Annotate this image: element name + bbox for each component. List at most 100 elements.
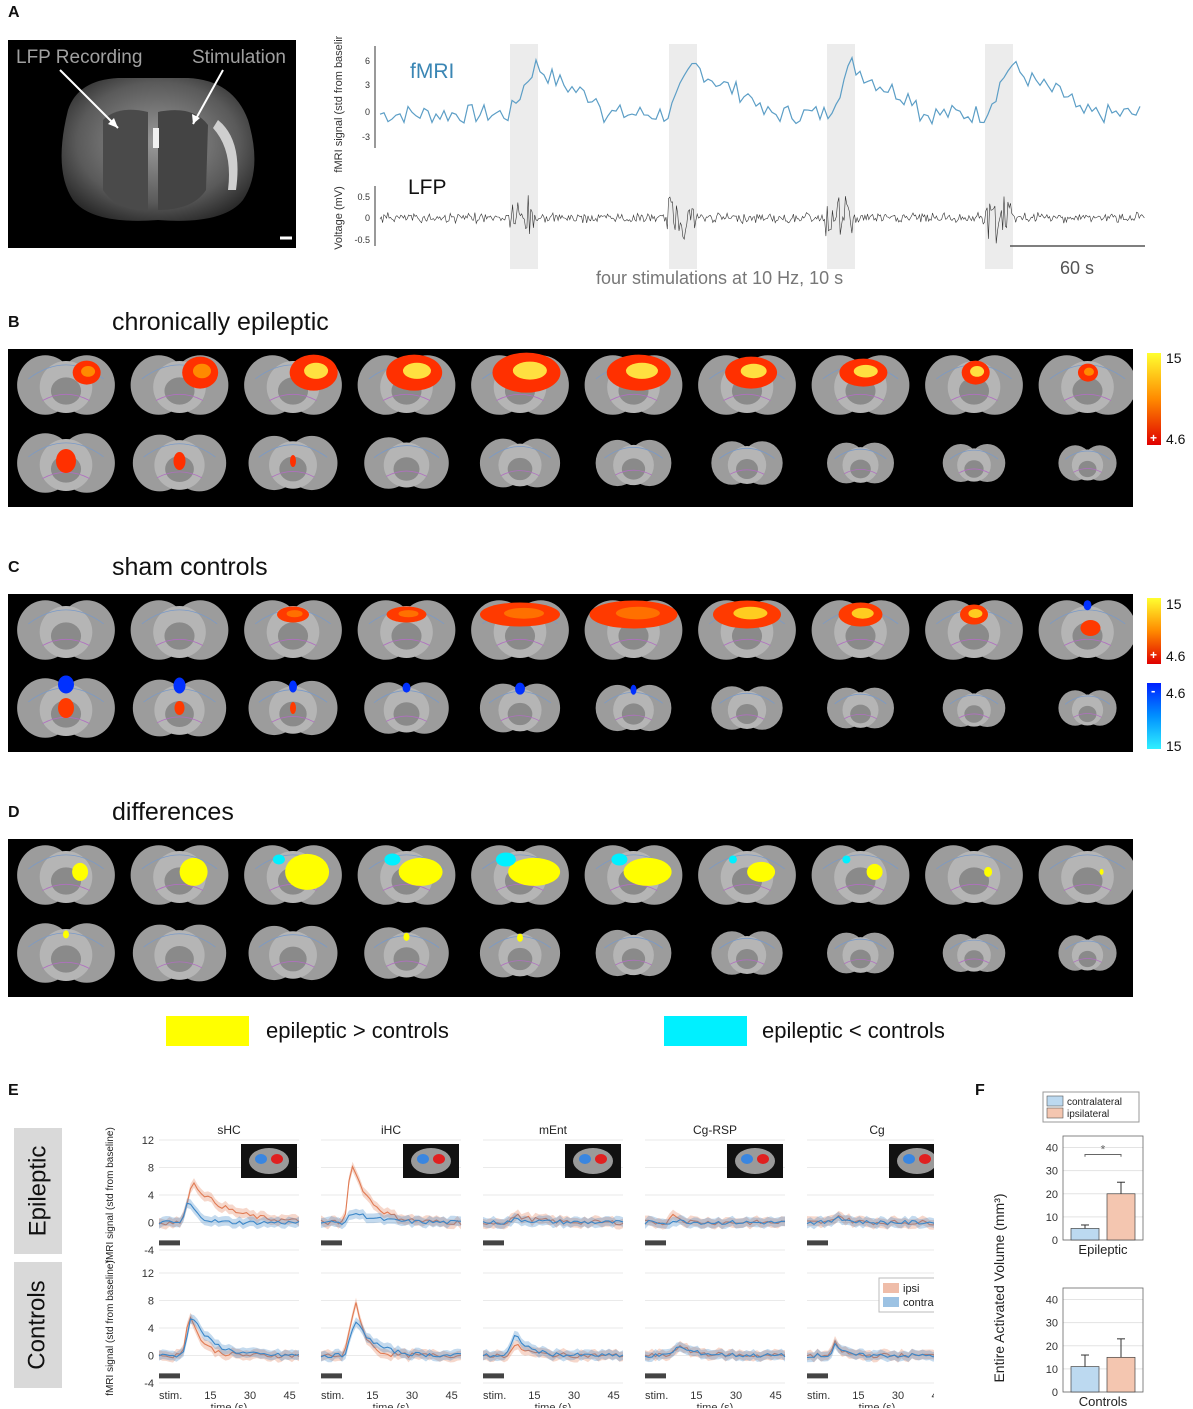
panel-e-label: E: [8, 1082, 19, 1099]
brain-slice: [364, 927, 449, 979]
brain-slice: [1058, 690, 1117, 726]
legend-swatch-greater: [166, 1016, 249, 1046]
brain-slice: [827, 687, 894, 729]
f-bar: [1070, 1228, 1100, 1241]
stim-band-3: [827, 44, 855, 269]
row-label-controls: Controls: [14, 1262, 62, 1388]
f-ytick: 10: [1046, 1212, 1058, 1224]
brain-slice: [811, 845, 910, 905]
region-title: Cg-RSP: [693, 1123, 737, 1137]
panel-c-title: sham controls: [112, 553, 268, 581]
f-group-label: Epileptic: [1078, 1242, 1128, 1257]
mri-stimulation-label: Stimulation: [192, 47, 286, 68]
region-title: sHC: [217, 1123, 241, 1137]
lfp-label: LFP: [408, 176, 447, 199]
colorbar-c2-min: 15: [1166, 738, 1182, 754]
colorbar-c2-sign: -: [1151, 683, 1156, 698]
brain-slice: [17, 675, 115, 738]
brain-slice: [942, 933, 1006, 973]
lfp-ytick: 0: [365, 213, 370, 223]
colorbar-c-min: 4.6: [1166, 648, 1186, 664]
region-thumbnail: [403, 1144, 459, 1178]
region-thumbnail: [565, 1144, 621, 1178]
fmri-label: fMRI: [410, 60, 454, 83]
brain-slice: [130, 355, 229, 415]
e-xtick: 30: [892, 1390, 904, 1402]
e-ytick: 4: [148, 1323, 154, 1335]
fmri-ytick: 0: [365, 107, 370, 117]
f-group-label: Controls: [1079, 1394, 1128, 1408]
brain-slice: [248, 435, 338, 491]
brain-slice: [1038, 355, 1137, 415]
brain-slice: [17, 923, 115, 983]
f-ytick: 20: [1046, 1189, 1058, 1201]
e-xtick: stim.: [321, 1390, 344, 1402]
f-bar: [1106, 1356, 1136, 1393]
e-ytick: 12: [142, 1268, 154, 1280]
f-ytick: 20: [1046, 1341, 1058, 1353]
brain-slice: [925, 845, 1023, 905]
mri-image: [8, 40, 296, 248]
brain-slice: [711, 441, 783, 485]
brain-slice: [698, 600, 796, 660]
lfp-ytick: -0.5: [354, 235, 370, 245]
e-xtick: 30: [568, 1390, 580, 1402]
stim-band-2: [669, 44, 697, 269]
epileptic-slice-montage: [8, 349, 1137, 507]
colorbar-negative-c: [1147, 683, 1161, 749]
e-xlabel: time (s): [859, 1402, 896, 1408]
f-ytick: 40: [1046, 1143, 1058, 1155]
e-xtick: 45: [446, 1390, 458, 1402]
f-ytick: 30: [1046, 1318, 1058, 1330]
brain-slice: [479, 928, 561, 978]
fmri-trace: [379, 55, 1141, 126]
stim-caption: four stimulations at 10 Hz, 10 s: [596, 268, 843, 288]
e-xlabel: time (s): [373, 1402, 410, 1408]
brain-slice: [248, 925, 338, 981]
brain-slice: [357, 600, 456, 660]
stim-band-4: [985, 44, 1013, 269]
brain-slice: [17, 433, 115, 493]
brain-slice: [1058, 935, 1117, 971]
e-xtick: 15: [366, 1390, 378, 1402]
e-ytick: 8: [148, 1163, 154, 1175]
legend-greater-label: epileptic > controls: [266, 1018, 449, 1043]
panel-f-label: F: [975, 1082, 985, 1099]
brain-slice: [130, 600, 229, 660]
brain-slice: [711, 686, 783, 730]
e-xtick: 15: [690, 1390, 702, 1402]
colorbar-c-max: 15: [1166, 596, 1182, 612]
f-ytick: 30: [1046, 1166, 1058, 1178]
brain-slice: [357, 845, 456, 905]
region-plot: [644, 1272, 786, 1384]
brain-slice: [595, 439, 672, 487]
brain-slice: [244, 354, 342, 415]
brain-slice: [364, 682, 449, 734]
brain-slice: [698, 845, 796, 905]
brain-slice: [357, 354, 456, 415]
colorbar-b-sign: +: [1150, 431, 1158, 445]
brain-slice: [811, 600, 910, 660]
e-ylabel: fMRI signal (std from baseline): [105, 1127, 116, 1263]
e-xtick: 15: [852, 1390, 864, 1402]
e-ytick: 8: [148, 1296, 154, 1308]
e-xtick: stim.: [807, 1390, 830, 1402]
e-xtick: 15: [204, 1390, 216, 1402]
e-xtick: stim.: [159, 1390, 182, 1402]
brain-slice: [584, 600, 683, 660]
fmri-ylabel: fMRI signal (std from baseline): [333, 36, 345, 173]
e-xlabel: time (s): [697, 1402, 734, 1408]
region-plot: [806, 1139, 934, 1251]
e-ytick: 0: [148, 1351, 154, 1363]
e-xlabel: time (s): [211, 1402, 248, 1408]
brain-slice: [698, 355, 796, 415]
legend-less-label: epileptic < controls: [762, 1018, 945, 1043]
f-bar: [1106, 1193, 1136, 1241]
svg-text:ipsi: ipsi: [903, 1283, 920, 1295]
e-xtick: stim.: [645, 1390, 668, 1402]
region-plot: [644, 1139, 786, 1251]
